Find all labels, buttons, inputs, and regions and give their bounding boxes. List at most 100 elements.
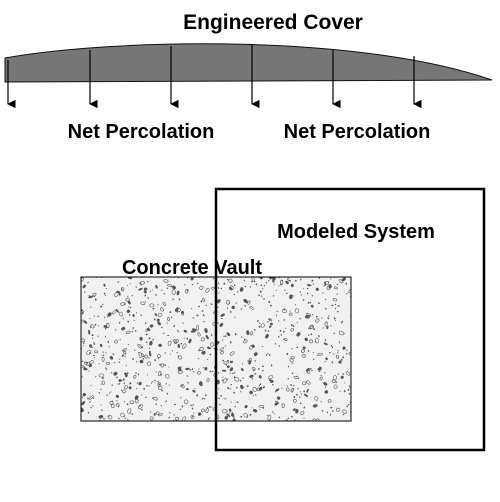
concrete-speckle	[133, 319, 135, 321]
concrete-speckle	[291, 415, 293, 418]
concrete-speckle	[218, 292, 220, 294]
concrete-speckle	[324, 298, 327, 301]
concrete-speckle	[124, 355, 126, 357]
concrete-speckle	[278, 320, 280, 322]
concrete-speckle	[228, 286, 233, 291]
concrete-speckle	[220, 287, 222, 290]
concrete-speckle	[253, 352, 258, 356]
concrete-speckle	[287, 280, 290, 281]
concrete-speckle	[249, 345, 253, 350]
concrete-speckle	[122, 347, 127, 352]
concrete-speckle	[93, 357, 96, 359]
concrete-speckle	[246, 415, 248, 417]
concrete-speckle	[252, 387, 257, 392]
concrete-speckle	[121, 354, 125, 357]
concrete-speckle	[266, 352, 269, 354]
concrete-speckle	[204, 328, 208, 334]
concrete-speckle	[141, 346, 143, 349]
concrete-speckle	[340, 322, 343, 324]
concrete-speckle	[179, 397, 182, 399]
concrete-speckle	[276, 314, 277, 317]
concrete-speckle	[217, 287, 220, 289]
concrete-speckle	[312, 418, 317, 421]
concrete-speckle	[290, 356, 295, 360]
concrete-speckle	[100, 383, 102, 385]
concrete-speckle	[191, 407, 194, 410]
concrete-speckle	[90, 406, 92, 409]
concrete-speckle	[197, 371, 201, 375]
concrete-speckle	[278, 402, 280, 405]
concrete-speckle	[106, 394, 108, 397]
concrete-speckle	[151, 381, 153, 384]
concrete-speckle	[229, 351, 235, 356]
concrete-speckle	[184, 289, 189, 294]
concrete-speckle	[326, 411, 329, 414]
concrete-speckle	[100, 305, 103, 308]
concrete-speckle	[88, 294, 90, 297]
concrete-speckle	[291, 390, 293, 392]
concrete-speckle	[274, 403, 278, 406]
concrete-speckle	[177, 308, 181, 312]
concrete-speckle	[286, 352, 289, 355]
concrete-speckle	[117, 417, 120, 420]
concrete-speckle	[342, 413, 345, 416]
concrete-speckle	[129, 306, 132, 309]
concrete-speckle	[228, 302, 230, 304]
concrete-speckle	[148, 357, 150, 359]
concrete-speckle	[281, 387, 283, 389]
concrete-speckle	[252, 394, 254, 397]
concrete-speckle	[148, 347, 150, 349]
concrete-speckle	[188, 338, 192, 344]
concrete-speckle	[88, 360, 94, 365]
concrete-speckle	[202, 321, 205, 323]
concrete-speckle	[152, 397, 154, 399]
concrete-speckle	[342, 346, 346, 350]
concrete-speckle	[202, 314, 205, 317]
concrete-speckle	[290, 324, 293, 327]
concrete-speckle	[233, 391, 235, 394]
concrete-speckle	[218, 282, 220, 285]
engineered-cover-title: Engineered Cover	[183, 11, 363, 34]
concrete-speckle	[281, 403, 285, 409]
concrete-speckle	[81, 375, 83, 378]
concrete-speckle	[258, 375, 262, 379]
concrete-speckle	[291, 372, 294, 375]
concrete-speckle	[230, 401, 232, 403]
concrete-speckle	[199, 346, 204, 351]
concrete-speckle	[303, 390, 305, 393]
concrete-speckle	[144, 300, 147, 302]
concrete-speckle	[236, 386, 238, 389]
concrete-speckle	[177, 366, 182, 372]
concrete-speckle	[142, 358, 145, 360]
concrete-speckle	[148, 337, 151, 340]
concrete-speckle	[315, 318, 320, 323]
concrete-speckle	[278, 416, 281, 419]
concrete-speckle	[161, 389, 163, 392]
concrete-speckle	[272, 411, 274, 413]
concrete-speckle	[176, 329, 179, 332]
concrete-speckle	[103, 417, 105, 420]
concrete-speckle	[219, 322, 224, 327]
concrete-speckle	[117, 281, 120, 283]
concrete-speckle	[122, 349, 127, 355]
concrete-speckle	[124, 385, 128, 390]
concrete-speckle	[125, 375, 127, 378]
concrete-speckle	[167, 284, 173, 288]
concrete-speckle	[107, 340, 110, 343]
concrete-speckle	[249, 374, 254, 378]
concrete-speckle	[302, 288, 304, 290]
concrete-speckle	[276, 310, 278, 312]
concrete-speckle	[127, 343, 129, 345]
concrete-speckle	[341, 277, 346, 282]
concrete-speckle	[269, 379, 274, 383]
concrete-speckle	[259, 277, 262, 280]
concrete-speckle	[220, 394, 222, 397]
concrete-speckle	[260, 284, 263, 287]
concrete-speckle	[181, 311, 184, 316]
concrete-speckle	[157, 313, 163, 317]
concrete-speckle	[257, 319, 259, 322]
concrete-speckle	[241, 336, 243, 338]
concrete-speckle	[82, 284, 86, 289]
concrete-speckle	[233, 376, 236, 379]
concrete-speckle	[334, 286, 338, 290]
